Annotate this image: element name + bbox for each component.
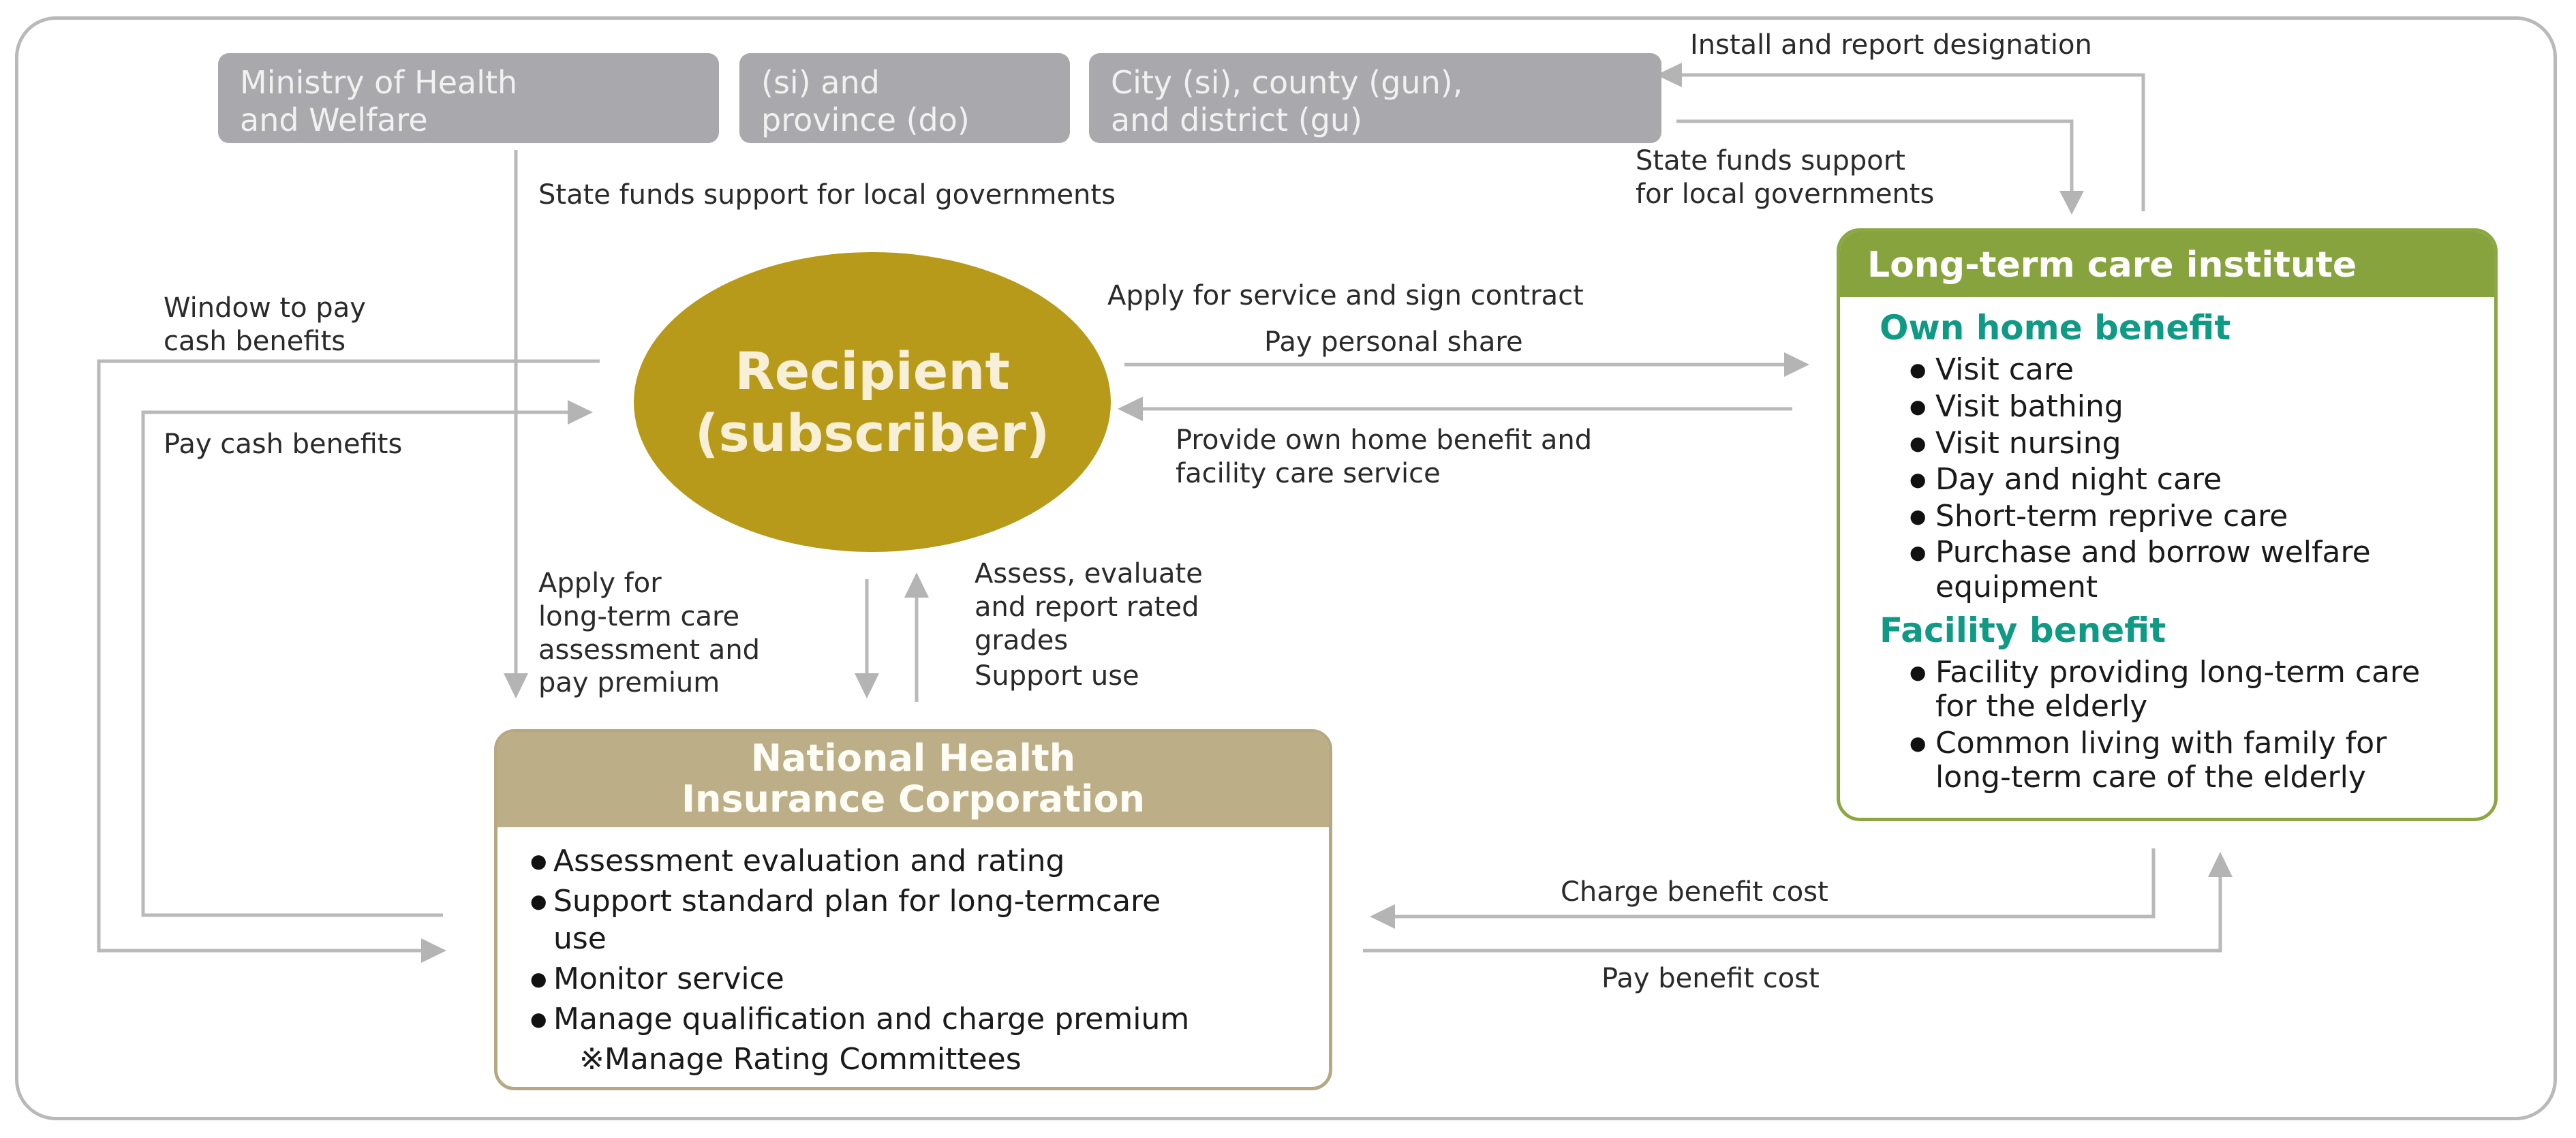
label-state-funds-top: State funds support for local government… xyxy=(1636,144,1934,211)
apply-assessment-line-4: pay premium xyxy=(538,667,720,699)
nhic-title-line-2: Insurance Corporation xyxy=(681,778,1146,821)
nhic-title: National Health Insurance Corporation xyxy=(497,733,1329,827)
assess-evaluate-line-2: and report rated xyxy=(975,591,1199,623)
arrow-pay-cash xyxy=(141,410,579,917)
label-pay-personal: Pay personal share xyxy=(1264,326,1523,358)
own-home-item: Visit care xyxy=(1840,353,2494,388)
label-pay-cost: Pay benefit cost xyxy=(1601,963,1820,994)
own-home-item: Visit nursing xyxy=(1840,426,2494,461)
provide-benefit-line-1: Provide own home benefit and xyxy=(1176,425,1593,456)
label-assess-evaluate: Assess, evaluate and report rated grades xyxy=(975,557,1203,657)
arrowhead-window-cash xyxy=(421,938,446,963)
arrowhead-pay-cash xyxy=(568,400,593,425)
label-pay-cash: Pay cash benefits xyxy=(164,429,403,460)
apply-assessment-line-3: assessment and xyxy=(538,634,761,666)
city-line-2: and district (gu) xyxy=(1111,102,1363,139)
label-charge-cost: Charge benefit cost xyxy=(1561,876,1828,908)
nhic-note: ※Manage Rating Committees xyxy=(579,1041,1022,1077)
nhic-duties-list: Assessment evaluation and rating Support… xyxy=(497,827,1329,1038)
apply-assessment-line-1: Apply for xyxy=(538,568,662,599)
recipient-line-1: Recipient xyxy=(735,340,1010,401)
arrowhead-apply-assessment xyxy=(855,673,879,698)
city-box: City (si), county (gun), and district (g… xyxy=(1089,53,1661,143)
assess-evaluate-line-3: grades xyxy=(975,624,1069,656)
province-line-1: (si) and xyxy=(761,64,880,101)
own-home-item: Day and night care xyxy=(1840,463,2494,497)
nhic-item: Support standard plan for long-termcare … xyxy=(497,882,1208,957)
own-home-item: Short-term reprive care xyxy=(1840,499,2494,534)
arrow-install-report xyxy=(1670,73,2145,211)
arrowhead-provide-benefit xyxy=(1118,397,1143,421)
label-state-funds-left: State funds support for local government… xyxy=(538,179,1116,211)
arrowhead-assess-evaluate xyxy=(904,572,929,598)
nhic-item: Manage qualification and charge premium xyxy=(497,1000,1221,1038)
facility-benefit-title: Facility benefit xyxy=(1880,610,2166,650)
nhic-title-line-1: National Health xyxy=(750,737,1076,780)
own-home-item: Purchase and borrow welfare equipment xyxy=(1840,536,2412,604)
label-window-cash: Window to pay cash benefits xyxy=(164,292,366,358)
arrow-state-funds-ltc xyxy=(1676,119,2074,203)
arrowhead-charge-cost xyxy=(1370,904,1395,929)
assess-evaluate-line-1: Assess, evaluate xyxy=(975,558,1203,589)
facility-item: Facility providing long-term care for th… xyxy=(1840,655,2426,724)
city-line-1: City (si), county (gun), xyxy=(1111,64,1463,101)
state-funds-top-line-1: State funds support xyxy=(1636,145,1905,176)
arrowhead-ministry-nhic xyxy=(504,673,528,698)
ltc-box: Long-term care institute Own home benefi… xyxy=(1837,228,2498,821)
arrowhead-state-funds-ltc xyxy=(2059,191,2084,215)
nhic-box: National Health Insurance Corporation As… xyxy=(494,729,1332,1090)
window-cash-line-2: cash benefits xyxy=(164,325,346,357)
provide-benefit-line-2: facility care service xyxy=(1176,457,1441,489)
state-funds-top-line-2: for local governments xyxy=(1636,178,1935,210)
label-apply-service: Apply for service and sign contract xyxy=(1107,280,1584,311)
label-provide-benefit: Provide own home benefit and facility ca… xyxy=(1176,424,1592,491)
label-install-report: Install and report designation xyxy=(1690,29,2092,61)
own-home-benefit-list: Visit care Visit bathing Visit nursing D… xyxy=(1840,353,2494,604)
facility-benefit-list: Facility providing long-term care for th… xyxy=(1840,655,2494,795)
province-box: (si) and province (do) xyxy=(739,53,1070,143)
ministry-line-1: Ministry of Health xyxy=(240,64,518,101)
ministry-line-2: and Welfare xyxy=(240,102,428,139)
recipient-circle: Recipient (subscriber) xyxy=(634,252,1111,552)
arrow-pay-cost xyxy=(1363,865,2222,953)
facility-item: Common living with family for long-term … xyxy=(1840,726,2440,795)
ltc-title: Long-term care institute xyxy=(1840,232,2494,298)
window-cash-line-1: Window to pay xyxy=(164,292,366,324)
label-apply-assessment: Apply for long-term care assessment and … xyxy=(538,567,760,700)
nhic-item: Monitor service xyxy=(497,960,1329,998)
arrow-window-cash xyxy=(97,359,600,953)
arrowhead-install-report xyxy=(1656,63,1682,87)
arrow-charge-cost xyxy=(1383,848,2156,919)
ministry-box: Ministry of Health and Welfare xyxy=(218,53,719,143)
province-line-2: province (do) xyxy=(761,102,970,139)
own-home-item: Visit bathing xyxy=(1840,389,2494,425)
arrowhead-pay-personal xyxy=(1784,352,1809,377)
arrowhead-pay-cost xyxy=(2208,852,2233,877)
recipient-line-2: (subscriber) xyxy=(694,403,1050,463)
nhic-item: Assessment evaluation and rating xyxy=(497,842,1329,880)
label-support-use: Support use xyxy=(975,660,1139,692)
own-home-benefit-title: Own home benefit xyxy=(1880,308,2231,348)
apply-assessment-line-2: long-term care xyxy=(538,600,740,632)
